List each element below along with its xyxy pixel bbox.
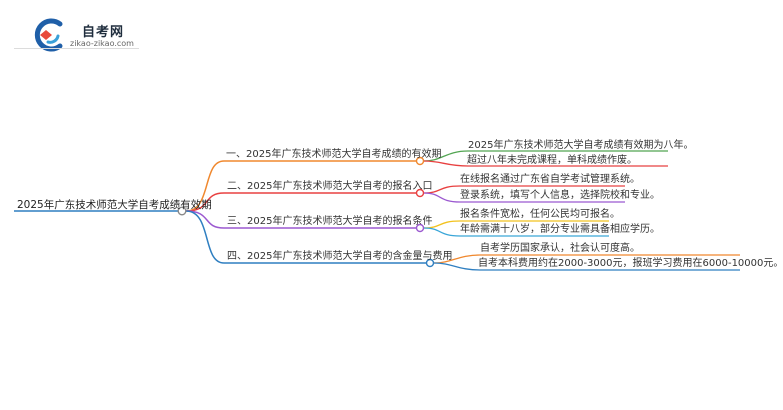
leaf-2-2-connector [423, 192, 461, 203]
leaf-1-2-connector [423, 160, 469, 167]
branch-3-label: 三、2025年广东技术师范大学自考的报名条件 [227, 216, 433, 227]
leaf-4-1-label: 自考学历国家承认，社会认可度高。 [480, 243, 640, 254]
leaf-3-1-label: 报名条件宽松，任何公民均可报名。 [460, 209, 620, 220]
branch-1-label: 一、2025年广东技术师范大学自考成绩的有效期 [226, 149, 442, 160]
branch-3-node [415, 223, 425, 233]
branch-4-connector [185, 210, 225, 264]
branch-1-connector [185, 160, 225, 212]
logo-title: 自考网 [82, 25, 125, 40]
mind-map-connectors [14, 150, 740, 271]
leaf-1-1-label: 2025年广东技术师范大学自考成绩有效期为八年。 [468, 140, 694, 151]
leaf-2-1-label: 在线报名通过广东省自学考试管理系统。 [460, 174, 640, 185]
branch-3-connector [185, 210, 225, 229]
leaf-1-2-label: 超过八年未完成课程，单科成绩作废。 [467, 155, 637, 166]
leaf-3-2-label: 年龄需满十八岁，部分专业需具备相应学历。 [460, 224, 660, 235]
logo-domain: zikao-zikao.com [70, 39, 134, 48]
header-divider [14, 48, 139, 49]
branch-4-label: 四、2025年广东技术师范大学自考的含金量与费用 [227, 251, 453, 262]
leaf-3-2-connector [423, 227, 461, 237]
root-node [177, 206, 187, 216]
branch-1-node [415, 156, 425, 166]
root-node-label: 2025年广东技术师范大学自考成绩有效期 [17, 199, 212, 211]
leaf-4-2-connector [433, 262, 481, 271]
branch-2-label: 二、2025年广东技术师范大学自考的报名入口 [227, 181, 433, 192]
leaf-2-2-label: 登录系统，填写个人信息，选择院校和专业。 [460, 190, 660, 201]
branch-4-node [425, 258, 435, 268]
branch-2-connector [185, 192, 225, 212]
leaf-4-2-label: 自考本科费用约在2000-3000元，报班学习费用在6000-10000元。 [478, 258, 783, 269]
branch-2-node [415, 188, 425, 198]
